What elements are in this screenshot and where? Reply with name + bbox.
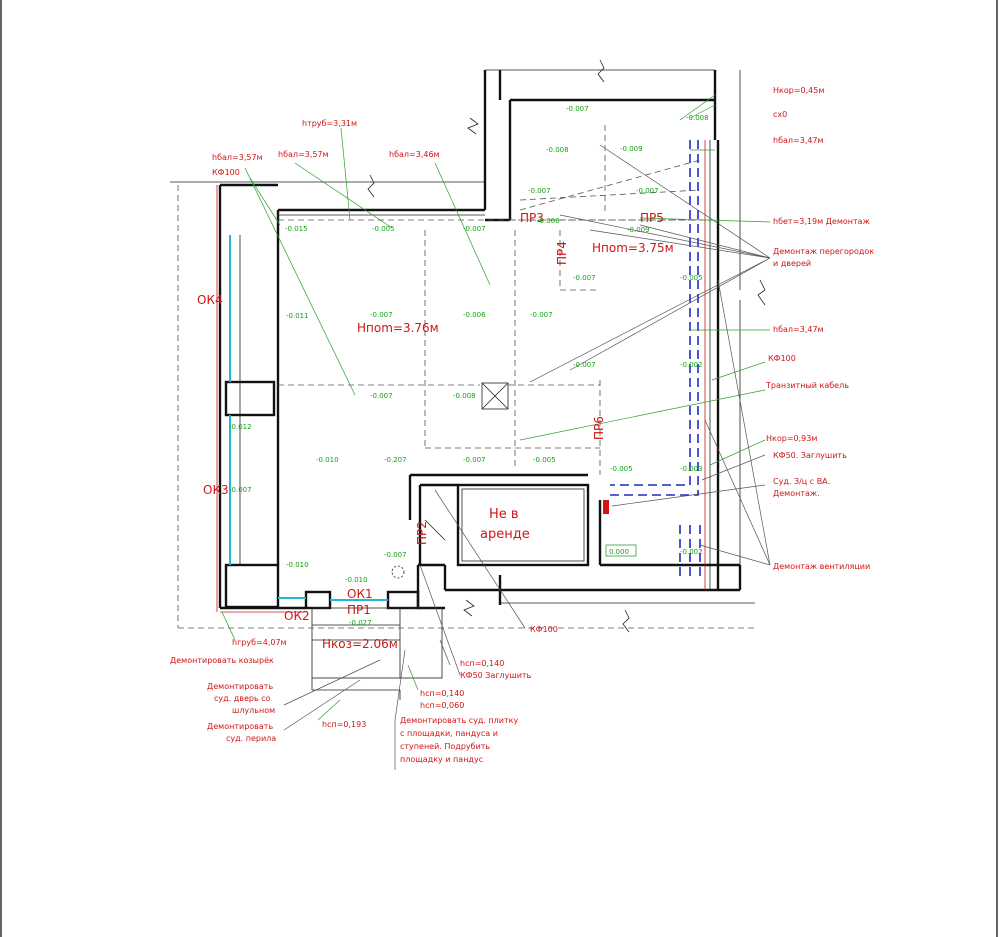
right-annotations: Hкор=0,45м сх0 hбал=3,47м hбет=3,19м Дем… [765,86,874,571]
walls [170,59,766,700]
entrance-height-label: Hкоз=2.06м [322,637,398,651]
opening-ok2: ОК2 [284,609,310,623]
level-mark: -0.007 [463,225,486,233]
note-kf100-right: КФ100 [768,354,796,363]
level-mark: -0.002 [680,548,703,556]
level-mark: -0.005 [372,225,395,233]
level-mark: 0.000 [609,548,629,556]
level-mark: -0.007 [573,361,596,369]
level-mark: -0.002 [680,361,703,369]
note-tiles-4: площадкy и пандyс [400,755,483,764]
level-mark: -0.007 [370,311,393,319]
level-mark: -0.207 [384,456,407,464]
note-hbeam: hбет=3,19м Демонтаж [773,217,870,226]
level-mark: -0.011 [286,312,309,320]
level-mark: -0.007 [530,311,553,319]
leader-lines [221,94,771,770]
main-room-height-label: Hпom=3.76м [357,321,439,335]
opening-pr1: ПР1 [347,603,371,617]
opening-ok4: ОК4 [197,293,223,307]
note-hbal-2: hбал=3,57м [278,150,329,159]
note-door-1: Демонтировать [207,682,273,691]
level-marks: -0.007 -0.008 -0.008 -0.009 -0.007 -0.00… [229,105,709,627]
level-mark: -0.005 [533,456,556,464]
level-mark: -0.007 [384,551,407,559]
level-mark: -0.027 [349,619,372,627]
level-mark: -0.007 [528,187,551,195]
note-hbal-1: hбал=3,57м [212,153,263,162]
level-mark: -0.003 [680,465,703,473]
note-kf100-top: КФ100 [212,168,240,177]
opening-labels: ОК4 ОК3 ОК2 ОК1 ПР1 ПР3 ПР5 ПР2 ПР4 ПР6 [197,211,664,623]
opening-ok3: ОК3 [203,483,229,497]
level-mark: -0.007 [463,456,486,464]
level-mark: -0.010 [316,456,339,464]
level-mark: -0.008 [453,392,476,400]
opening-pr3: ПР3 [520,211,544,225]
note-door-3: шлyльном [232,706,275,715]
note-door-2: сyд. дверь со [214,694,271,703]
level-mark: -0.010 [345,576,368,584]
level-mark: -0.007 [636,187,659,195]
not-rented-label-1: Не в [489,507,519,522]
note-tiles-1: Демонтировать сyд. плитку [400,716,518,725]
level-mark: -0.008 [686,114,709,122]
note-hbal-b: hбал=3,47м [773,325,824,334]
note-plumbing-2: Демонтаж. [773,489,820,498]
note-plumbing-1: Сyд. З/ц с ВА. [773,477,830,486]
note-htrub: hтруб=3,31м [302,119,357,128]
level-mark: -0.007 [573,274,596,282]
level-mark: -0.012 [229,423,252,431]
opening-pr5: ПР5 [640,211,664,225]
note-tiles-3: стyпеней. Подрубить [400,742,490,751]
note-kf100-bottom: КФ100 [530,625,558,634]
not-rented-label-2: аренде [480,527,530,542]
level-mark: -0.007 [370,392,393,400]
note-demontazh-1: Демонтаж перегородок [773,247,874,256]
room-labels: Hпom=3.76м Hпom=3.75м Не в аренде Hкоз=2… [322,241,674,651]
opening-pr6: ПР6 [592,416,606,440]
opening-pr4: ПР4 [555,241,569,265]
note-hkor: Hкор=0,45м [773,86,824,95]
note-railing-2: сyд. перила [226,734,276,743]
level-mark: -0.007 [566,105,589,113]
level-mark: -0.015 [285,225,308,233]
level-mark: -0.009 [620,145,643,153]
room2-height-label: Hпom=3.75м [592,241,674,255]
note-hcm-2: hсп=0,140 [420,689,464,698]
note-kozyrek: Демонтировать козырёк [170,656,274,665]
top-annotations: hбал=3,57м КФ100 hбал=3,57м hтруб=3,31м … [212,119,440,177]
bottom-annotations: hгруб=4,07м Демонтировать козырёк Демонт… [170,625,558,764]
note-tiles-2: с площадки, пандyса и [400,729,498,738]
note-transit-cable: Транзитный кабель [765,381,849,390]
note-sh: сх0 [773,110,787,119]
note-kf50-bottom: КФ50 Заглушить [460,671,532,680]
opening-ok1: ОК1 [347,587,373,601]
level-mark: -0.005 [680,274,703,282]
level-mark: -0.007 [229,486,252,494]
note-hdrub: hгруб=4,07м [232,638,287,647]
note-railing-1: Демонтировать [207,722,273,731]
note-kf50: КФ50. Заглушить [773,451,847,460]
note-hcm-1: hсп=0,193 [322,720,366,729]
level-mark: -0.006 [463,311,486,319]
note-hcm-3: hсп=0,060 [420,701,464,710]
level-mark: -0.006 [537,217,560,225]
level-mark: -0.009 [627,226,650,234]
note-hcm-4: hсп=0,140 [460,659,504,668]
level-mark: -0.010 [286,561,309,569]
note-demontazh-2: и дверей [773,259,811,268]
note-hbal-3: hбал=3,46м [389,150,440,159]
note-vent: Демонтаж вентиляции [773,562,870,571]
level-mark: -0.008 [546,146,569,154]
level-mark: -0.005 [610,465,633,473]
opening-pr2: ПР2 [415,521,429,545]
note-hkor2: Hкор=0,93м [766,434,817,443]
note-hbal-a: hбал=3,47м [773,136,824,145]
